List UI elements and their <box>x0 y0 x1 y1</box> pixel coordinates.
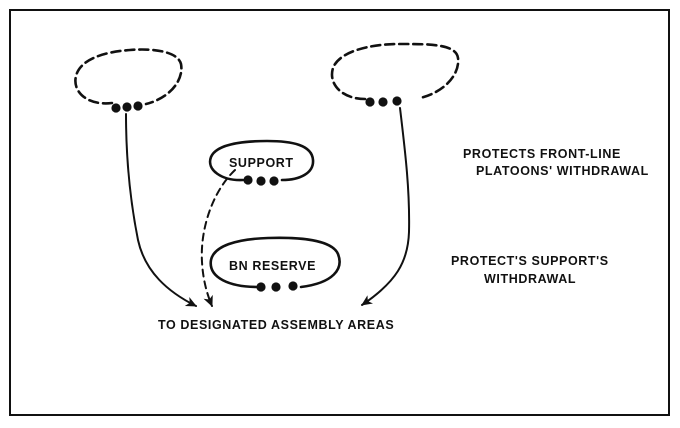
front-line-note-line-2: PLATOONS' WITHDRAWAL <box>476 164 649 178</box>
front-line-note-line-1: PROTECTS FRONT-LINE <box>463 147 621 161</box>
left-platoon-dots <box>111 101 143 113</box>
support-outline <box>208 139 315 182</box>
right-platoon-dots <box>365 96 402 107</box>
destination-label: TO DESIGNATED ASSEMBLY AREAS <box>158 318 394 332</box>
left-platoon-withdrawal-arrow <box>125 113 197 307</box>
front-line-protection-note: PROTECTS FRONT-LINE PLATOONS' WITHDRAWAL <box>463 147 649 178</box>
bn-reserve-label: BN RESERVE <box>229 259 316 273</box>
support-withdrawal-arrow <box>200 169 236 307</box>
support-dots <box>243 175 279 186</box>
diagram-frame <box>9 9 670 416</box>
bn-reserve-dots <box>256 281 298 292</box>
support-protection-note: PROTECT'S SUPPORT'S WITHDRAWAL <box>451 254 609 286</box>
left-platoon-dashed-outline <box>74 48 183 106</box>
support-element: SUPPORT <box>208 139 315 186</box>
support-note-line-1: PROTECT'S SUPPORT'S <box>451 254 609 268</box>
right-platoon-withdrawal-arrow <box>361 107 411 306</box>
right-front-line-platoon <box>330 42 460 107</box>
right-platoon-dashed-outline <box>330 42 460 101</box>
bn-reserve-element: BN RESERVE <box>209 236 341 292</box>
left-front-line-platoon <box>74 48 183 113</box>
support-label: SUPPORT <box>229 156 294 170</box>
bn-reserve-outline <box>209 236 341 289</box>
support-note-line-2: WITHDRAWAL <box>484 272 576 286</box>
